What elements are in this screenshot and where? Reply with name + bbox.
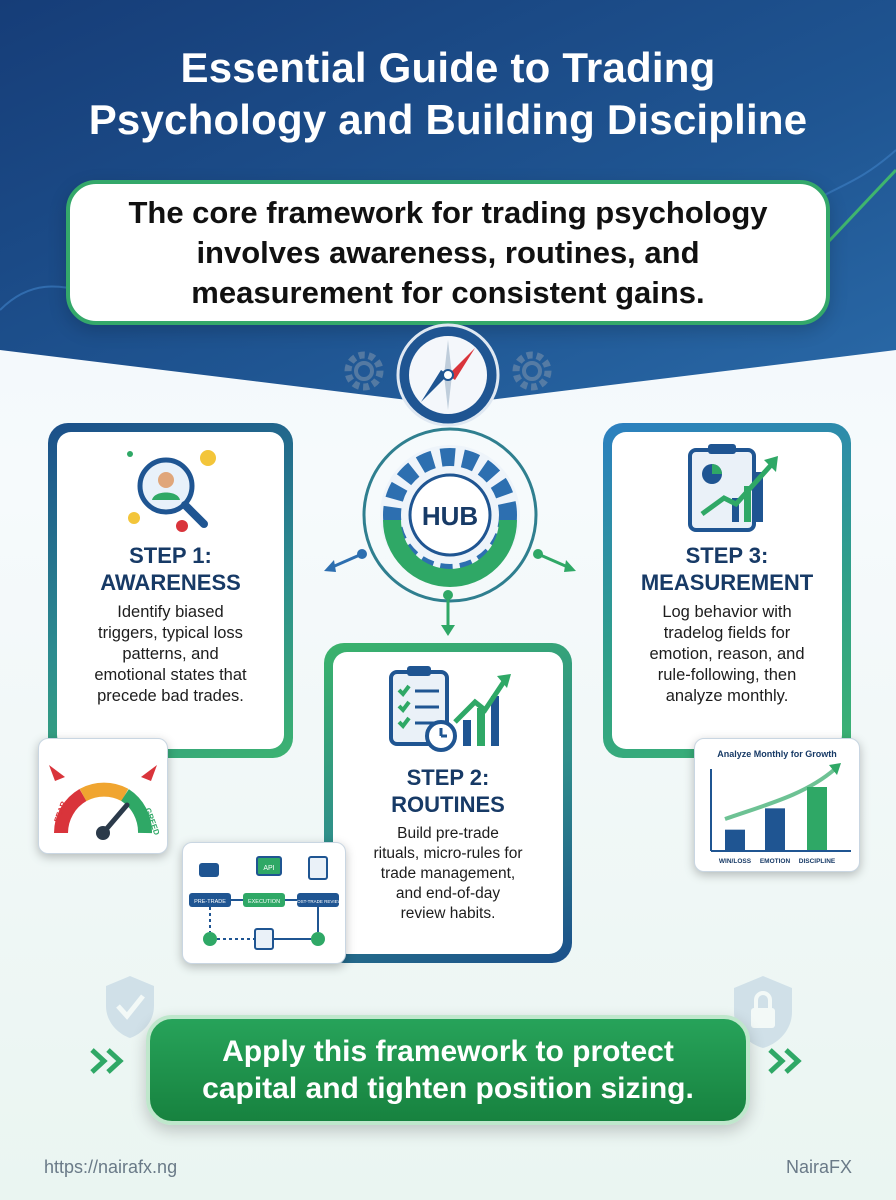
step-2-desc-line: review habits. bbox=[400, 905, 496, 922]
step-3-title-line-1: STEP 3: bbox=[685, 543, 769, 568]
routine-flow-diagram: API PRE-TRADE EXECUTION POST-TRADE REVIE… bbox=[189, 856, 343, 950]
growth-chart-bar bbox=[725, 829, 745, 851]
growth-chart-category-label: DISCIPLINE bbox=[799, 858, 836, 865]
page-title: Essential Guide to Trading Psychology an… bbox=[0, 42, 896, 146]
step-2-title-line-1: STEP 2: bbox=[406, 765, 490, 790]
flow-box-pre-trade: PRE-TRADE bbox=[194, 899, 226, 905]
footer-brand: NairaFX bbox=[785, 1157, 852, 1177]
growth-chart-bar bbox=[807, 787, 827, 851]
intro-text: The core framework for trading psycholog… bbox=[104, 193, 791, 313]
flow-screen-label: API bbox=[263, 865, 274, 872]
step-2-card-inner: STEP 2: ROUTINES Build pre-trade rituals… bbox=[333, 652, 563, 954]
step-2-desc-line: rituals, micro-rules for bbox=[373, 845, 523, 862]
step-2-desc-line: Build pre-trade bbox=[397, 825, 499, 842]
step-3-desc-line: tradelog fields for bbox=[663, 624, 791, 642]
step-3-title-line-2: MEASUREMENT bbox=[640, 570, 814, 595]
step-2-card: STEP 2: ROUTINES Build pre-trade rituals… bbox=[324, 643, 572, 963]
step-1-title-line-2: AWARENESS bbox=[100, 570, 241, 595]
hub-label: HUB bbox=[422, 501, 478, 531]
magnifier-person-icon bbox=[126, 450, 216, 532]
step-1-description: Identify biased triggers, typical loss p… bbox=[94, 602, 246, 707]
shield-check-icon bbox=[106, 976, 154, 1038]
compass-icon bbox=[396, 323, 500, 427]
flow-box-execution: EXECUTION bbox=[248, 899, 280, 905]
step-1-desc-line: triggers, typical loss bbox=[98, 624, 243, 642]
intro-line-3: measurement for consistent gains. bbox=[191, 274, 705, 310]
step-1-title-line-1: STEP 1: bbox=[129, 543, 212, 568]
shield-lock-icon bbox=[734, 976, 792, 1048]
growth-chart-card: Analyze Monthly for Growth WIN/LOSS EMOTI… bbox=[694, 738, 860, 872]
checklist-growth-icon bbox=[389, 666, 511, 752]
step-1-desc-line: Identify biased bbox=[117, 603, 224, 621]
step-3-desc-line: Log behavior with bbox=[662, 603, 792, 621]
title-line-1: Essential Guide to Trading bbox=[180, 44, 716, 91]
step-2-title: STEP 2: ROUTINES bbox=[391, 764, 505, 818]
step-3-description: Log behavior with tradelog fields for em… bbox=[649, 602, 804, 707]
step-1-card: STEP 1: AWARENESS Identify biased trigge… bbox=[48, 423, 293, 758]
step-2-desc-line: and end-of-day bbox=[395, 885, 501, 902]
step-1-desc-line: patterns, and bbox=[122, 645, 219, 663]
step-1-desc-line: emotional states that bbox=[94, 666, 247, 684]
gear-icon bbox=[512, 351, 552, 391]
growth-chart-title: Analyze Monthly for Growth bbox=[717, 749, 837, 759]
step-3-title: STEP 3: MEASUREMENT bbox=[641, 542, 813, 596]
growth-chart-category-label: WIN/LOSS bbox=[719, 858, 752, 865]
intro-line-1: The core framework for trading psycholog… bbox=[128, 194, 768, 230]
growth-chart-category-label: EMOTION bbox=[760, 858, 791, 865]
step-2-desc-line: trade management, bbox=[380, 865, 516, 882]
growth-chart: Analyze Monthly for Growth WIN/LOSS EMOTI… bbox=[710, 749, 851, 865]
chevrons-right-icon bbox=[90, 1048, 124, 1074]
step-3-desc-line: analyze monthly. bbox=[665, 687, 789, 705]
step-1-title: STEP 1: AWARENESS bbox=[100, 542, 241, 596]
intro-box: The core framework for trading psycholog… bbox=[66, 180, 830, 325]
title-line-2: Psychology and Building Discipline bbox=[88, 96, 808, 143]
cta-line-2: capital and tighten position sizing. bbox=[202, 1072, 694, 1105]
gauge-icon: FEAR GREED bbox=[49, 765, 161, 840]
step-2-description: Build pre-trade rituals, micro-rules for… bbox=[374, 824, 523, 924]
footer-url[interactable]: https://nairafx.ng bbox=[44, 1157, 178, 1177]
step-3-card-inner: STEP 3: MEASUREMENT Log behavior with tr… bbox=[612, 432, 842, 749]
growth-chart-bar bbox=[765, 808, 785, 851]
flow-box-post-trade: POST-TRADE REVIEW bbox=[294, 899, 343, 904]
hub-arrows bbox=[324, 549, 576, 636]
gear-icon bbox=[344, 351, 384, 391]
step-2-title-line-2: ROUTINES bbox=[391, 792, 505, 817]
step-1-card-inner: STEP 1: AWARENESS Identify biased trigge… bbox=[57, 432, 284, 749]
chevrons-right-icon bbox=[768, 1048, 802, 1074]
call-to-action-banner: Apply this framework to protect capital … bbox=[146, 1015, 750, 1125]
hub-gear-icon: HUB bbox=[362, 427, 538, 603]
routine-flow-card: API PRE-TRADE EXECUTION POST-TRADE REVIE… bbox=[182, 842, 346, 964]
step-3-card: STEP 3: MEASUREMENT Log behavior with tr… bbox=[603, 423, 851, 758]
fear-greed-gauge-card: FEAR GREED bbox=[38, 738, 168, 854]
report-chart-icon bbox=[688, 444, 778, 532]
cta-text: Apply this framework to protect capital … bbox=[202, 1033, 694, 1107]
step-3-desc-line: emotion, reason, and bbox=[649, 645, 805, 663]
step-1-desc-line: precede bad trades. bbox=[97, 687, 244, 705]
step-3-desc-line: rule-following, then bbox=[657, 666, 797, 684]
cta-line-1: Apply this framework to protect bbox=[222, 1035, 674, 1068]
intro-line-2: involves awareness, routines, and bbox=[196, 234, 700, 270]
